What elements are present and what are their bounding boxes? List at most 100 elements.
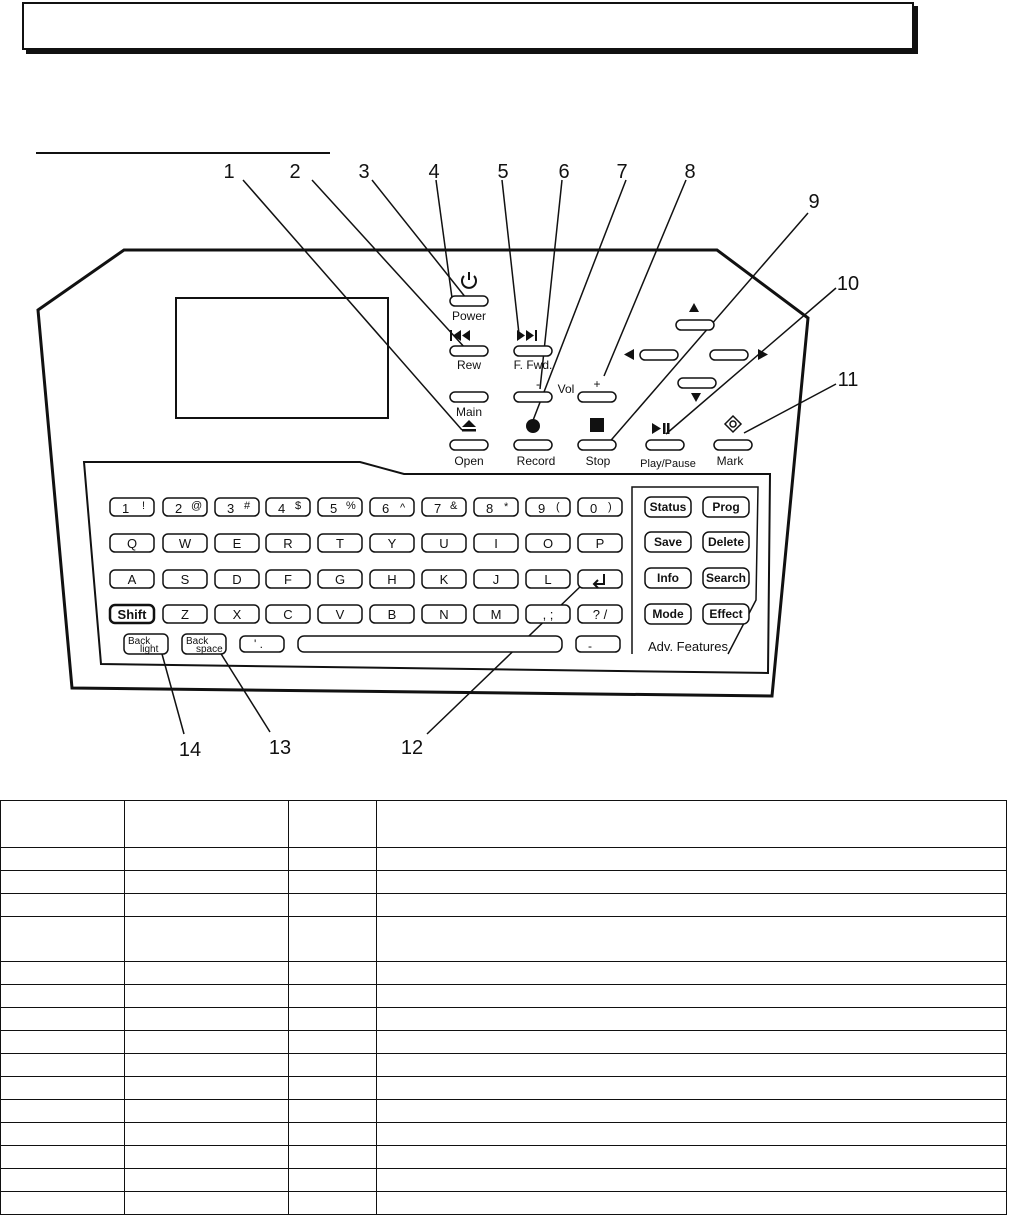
mark-button[interactable] xyxy=(713,439,753,451)
key-enter[interactable] xyxy=(577,569,623,589)
key-w[interactable] xyxy=(162,533,208,553)
key-p[interactable] xyxy=(577,533,623,553)
key-save[interactable] xyxy=(644,531,692,553)
key-3[interactable] xyxy=(214,497,260,517)
key-c[interactable] xyxy=(265,604,311,624)
table-row xyxy=(0,961,1007,985)
key-x[interactable] xyxy=(214,604,260,624)
eject-icon xyxy=(462,420,476,427)
svg-text:E: E xyxy=(233,536,242,551)
svg-text:Save: Save xyxy=(654,535,682,549)
key-0[interactable] xyxy=(577,497,623,517)
key-t[interactable] xyxy=(317,533,363,553)
key-backspace[interactable] xyxy=(181,633,227,655)
nav-left-button[interactable] xyxy=(639,349,679,361)
power-button[interactable] xyxy=(449,295,489,307)
key-4[interactable] xyxy=(265,497,311,517)
key-quote[interactable] xyxy=(239,635,285,653)
key-status[interactable] xyxy=(644,496,692,518)
callout-14: 14 xyxy=(179,739,201,761)
vol-up-button[interactable] xyxy=(577,391,617,403)
key-g[interactable] xyxy=(317,569,363,589)
nav-up-button[interactable] xyxy=(675,319,715,331)
eject-bar-icon xyxy=(462,429,476,432)
key-a[interactable] xyxy=(109,569,155,589)
mark-icon xyxy=(723,414,743,434)
title-box xyxy=(22,2,914,50)
svg-text:8: 8 xyxy=(486,501,493,516)
callout-6: 6 xyxy=(558,161,569,183)
key-8[interactable] xyxy=(473,497,519,517)
main-button[interactable] xyxy=(449,391,489,403)
svg-text:Q: Q xyxy=(127,536,137,551)
bottom-row-labels: Back light Back space ' . - _ xyxy=(128,636,602,655)
svg-text:1: 1 xyxy=(122,501,129,516)
key-y[interactable] xyxy=(369,533,415,553)
record-button[interactable] xyxy=(513,439,553,451)
key-prog[interactable] xyxy=(702,496,750,518)
key-j[interactable] xyxy=(473,569,519,589)
key-search[interactable] xyxy=(702,567,750,589)
key-comma[interactable] xyxy=(525,604,571,624)
svg-text:Prog: Prog xyxy=(712,500,739,514)
key-delete[interactable] xyxy=(702,531,750,553)
key-9[interactable] xyxy=(525,497,571,517)
key-q[interactable] xyxy=(109,533,155,553)
fast-forward-icon xyxy=(517,330,537,341)
svg-text:Shift: Shift xyxy=(118,607,148,622)
key-s[interactable] xyxy=(162,569,208,589)
open-button[interactable] xyxy=(449,439,489,451)
spacebar[interactable] xyxy=(297,635,563,653)
stop-label: Stop xyxy=(586,454,611,468)
key-question[interactable] xyxy=(577,604,623,624)
svg-text:F: F xyxy=(284,572,292,587)
svg-text:J: J xyxy=(493,572,500,587)
callout-8: 8 xyxy=(684,161,695,183)
svg-text:W: W xyxy=(179,536,192,551)
key-k[interactable] xyxy=(421,569,467,589)
key-d[interactable] xyxy=(214,569,260,589)
key-h[interactable] xyxy=(369,569,415,589)
key-dash[interactable] xyxy=(575,635,621,653)
key-7[interactable] xyxy=(421,497,467,517)
svg-text:*: * xyxy=(504,501,509,513)
svg-text:@: @ xyxy=(191,500,202,512)
svg-text:I: I xyxy=(494,536,498,551)
callout-12: 12 xyxy=(401,737,423,759)
key-mode[interactable] xyxy=(644,603,692,625)
key-b[interactable] xyxy=(369,604,415,624)
vol-down-button[interactable] xyxy=(513,391,553,403)
adv-feature-labels: Status Prog Save Delete Info Search Mode… xyxy=(650,500,746,621)
rew-button[interactable] xyxy=(449,345,489,357)
key-2[interactable] xyxy=(162,497,208,517)
nav-right-button[interactable] xyxy=(709,349,749,361)
key-shift[interactable] xyxy=(108,603,156,625)
key-m[interactable] xyxy=(473,604,519,624)
svg-text:%: % xyxy=(346,500,356,512)
stop-icon xyxy=(590,418,604,432)
key-r[interactable] xyxy=(265,533,311,553)
stop-button[interactable] xyxy=(577,439,617,451)
key-6[interactable] xyxy=(369,497,415,517)
nav-down-button[interactable] xyxy=(677,377,717,389)
key-n[interactable] xyxy=(421,604,467,624)
key-1[interactable] xyxy=(109,497,155,517)
key-e[interactable] xyxy=(214,533,260,553)
arrow-up-icon xyxy=(689,303,699,312)
key-effect[interactable] xyxy=(702,603,750,625)
key-i[interactable] xyxy=(473,533,519,553)
svg-text:6: 6 xyxy=(382,501,389,516)
svg-text:Y: Y xyxy=(388,536,397,551)
key-l[interactable] xyxy=(525,569,571,589)
key-info[interactable] xyxy=(644,567,692,589)
ffwd-button[interactable] xyxy=(513,345,553,357)
key-f[interactable] xyxy=(265,569,311,589)
key-u[interactable] xyxy=(421,533,467,553)
key-5[interactable] xyxy=(317,497,363,517)
key-o[interactable] xyxy=(525,533,571,553)
key-backlight[interactable] xyxy=(123,633,169,655)
svg-text:A: A xyxy=(128,572,137,587)
playpause-button[interactable] xyxy=(645,439,685,451)
key-v[interactable] xyxy=(317,604,363,624)
key-z[interactable] xyxy=(162,604,208,624)
